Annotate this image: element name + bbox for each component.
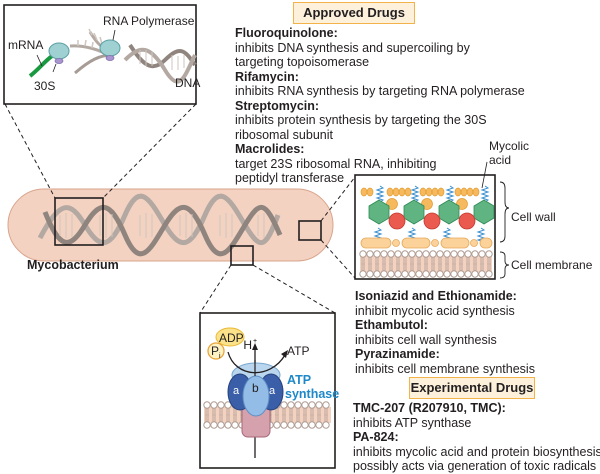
drug-desc: inhibits cell membrane synthesis xyxy=(355,361,535,376)
drug-desc: inhibits DNA synthesis and supercoiling … xyxy=(235,40,470,55)
h-plus-superscript: + xyxy=(253,338,257,345)
drug-desc: possibly acts via generation of toxic ra… xyxy=(353,459,597,473)
dna-label: DNA xyxy=(175,76,200,90)
cell-membrane-label: Cell membrane xyxy=(511,258,593,272)
mrna-strand-icon xyxy=(28,54,54,78)
drug-desc: target 23S ribosomal RNA, inhibiting xyxy=(235,156,437,171)
subunit-a-right-label: a xyxy=(269,385,276,397)
pi-label: P xyxy=(211,344,219,358)
adp-icon xyxy=(215,327,245,347)
drug-desc: inhibits mycolic acid and protein biosyn… xyxy=(353,444,600,459)
cell-wall-drugs-list: Isoniazid and Ethionamide: inhibit mycol… xyxy=(355,289,535,376)
drug-name: PA-824: xyxy=(353,430,399,444)
ribosome-icon xyxy=(48,42,70,60)
adp-label: ADP xyxy=(219,331,244,345)
drug-name: Macrolides: xyxy=(235,142,305,156)
cell-envelope-inset: Mycolic acid Cell wall Cell membrane xyxy=(354,139,593,280)
cell-wall-label: Cell wall xyxy=(511,210,556,224)
atp-label: ATP xyxy=(287,344,309,358)
transcription-inset: mRNA 30S RNA Polymerase DNA xyxy=(3,4,200,105)
drug-name: Isoniazid and Ethionamide: xyxy=(355,289,517,303)
mycobacterium-cell xyxy=(7,188,334,266)
drug-desc: targeting topoisomerase xyxy=(235,55,370,69)
drug-name: Fluoroquinolone: xyxy=(235,26,338,40)
drug-name: Rifamycin: xyxy=(235,69,299,84)
drug-desc: inhibits ATP synthase xyxy=(353,415,472,430)
drug-name: Pyrazinamide: xyxy=(355,347,440,361)
mycolic-acid-label-2: acid xyxy=(489,153,511,167)
subunit-a-left-label: a xyxy=(233,385,240,397)
ribosome-30s-label: 30S xyxy=(34,79,55,93)
phosphate-icon xyxy=(207,342,225,360)
mycolic-acid-layer xyxy=(360,187,480,197)
connector-lines xyxy=(4,103,356,314)
atp-synthase-inset: ADP P i H + ATP a a b ATP synthase xyxy=(199,312,339,469)
envelope-zoom-box xyxy=(298,220,322,241)
drug-desc: inhibits RNA synthesis by targeting RNA … xyxy=(235,84,525,98)
peptidoglycan-circles xyxy=(388,212,476,230)
drug-name: TMC-207 (R207910, TMC): xyxy=(353,401,506,415)
cell-membrane-brace xyxy=(499,251,510,279)
subunit-b-label: b xyxy=(252,381,259,395)
drug-desc: peptidyl transferase xyxy=(235,171,345,185)
approved-drugs-list: Fluoroquinolone: inhibits DNA synthesis … xyxy=(235,26,525,186)
drug-name: Ethambutol: xyxy=(355,318,428,332)
rna-polymerase-label: RNA Polymerase xyxy=(103,14,195,28)
atp-synthase-icon xyxy=(242,375,270,417)
membrane-zoom-box xyxy=(230,245,254,266)
arabinogalactan-hexagons xyxy=(368,199,495,225)
chromosome-dna-icon xyxy=(37,193,283,257)
experimental-drugs-header: Experimental Drugs xyxy=(409,377,535,399)
h-plus-label: H xyxy=(243,338,252,352)
atp-synthase-label-1: ATP xyxy=(287,373,311,387)
drug-desc: inhibits protein synthesis by targeting … xyxy=(235,113,487,127)
drug-desc: ribosomal subunit xyxy=(235,127,333,142)
mycolic-acid-label: Mycolic xyxy=(489,139,529,153)
experimental-drugs-list: TMC-207 (R207910, TMC): inhibits ATP syn… xyxy=(353,401,600,474)
atp-synthase-label-2: synthase xyxy=(285,387,339,401)
mycobacterium-label: Mycobacterium xyxy=(27,258,119,272)
rna-polymerase-icon xyxy=(99,39,121,57)
mrna-label: mRNA xyxy=(8,38,43,52)
pi-subscript: i xyxy=(219,353,221,360)
drug-desc: inhibits cell wall synthesis xyxy=(355,332,497,347)
drug-name: Streptomycin: xyxy=(235,98,320,113)
cell-wall-brace xyxy=(499,181,510,243)
drug-desc: inhibit mycolic acid synthesis xyxy=(355,303,515,318)
dna-zoom-box xyxy=(54,197,104,246)
approved-drugs-header: Approved Drugs xyxy=(293,2,415,24)
